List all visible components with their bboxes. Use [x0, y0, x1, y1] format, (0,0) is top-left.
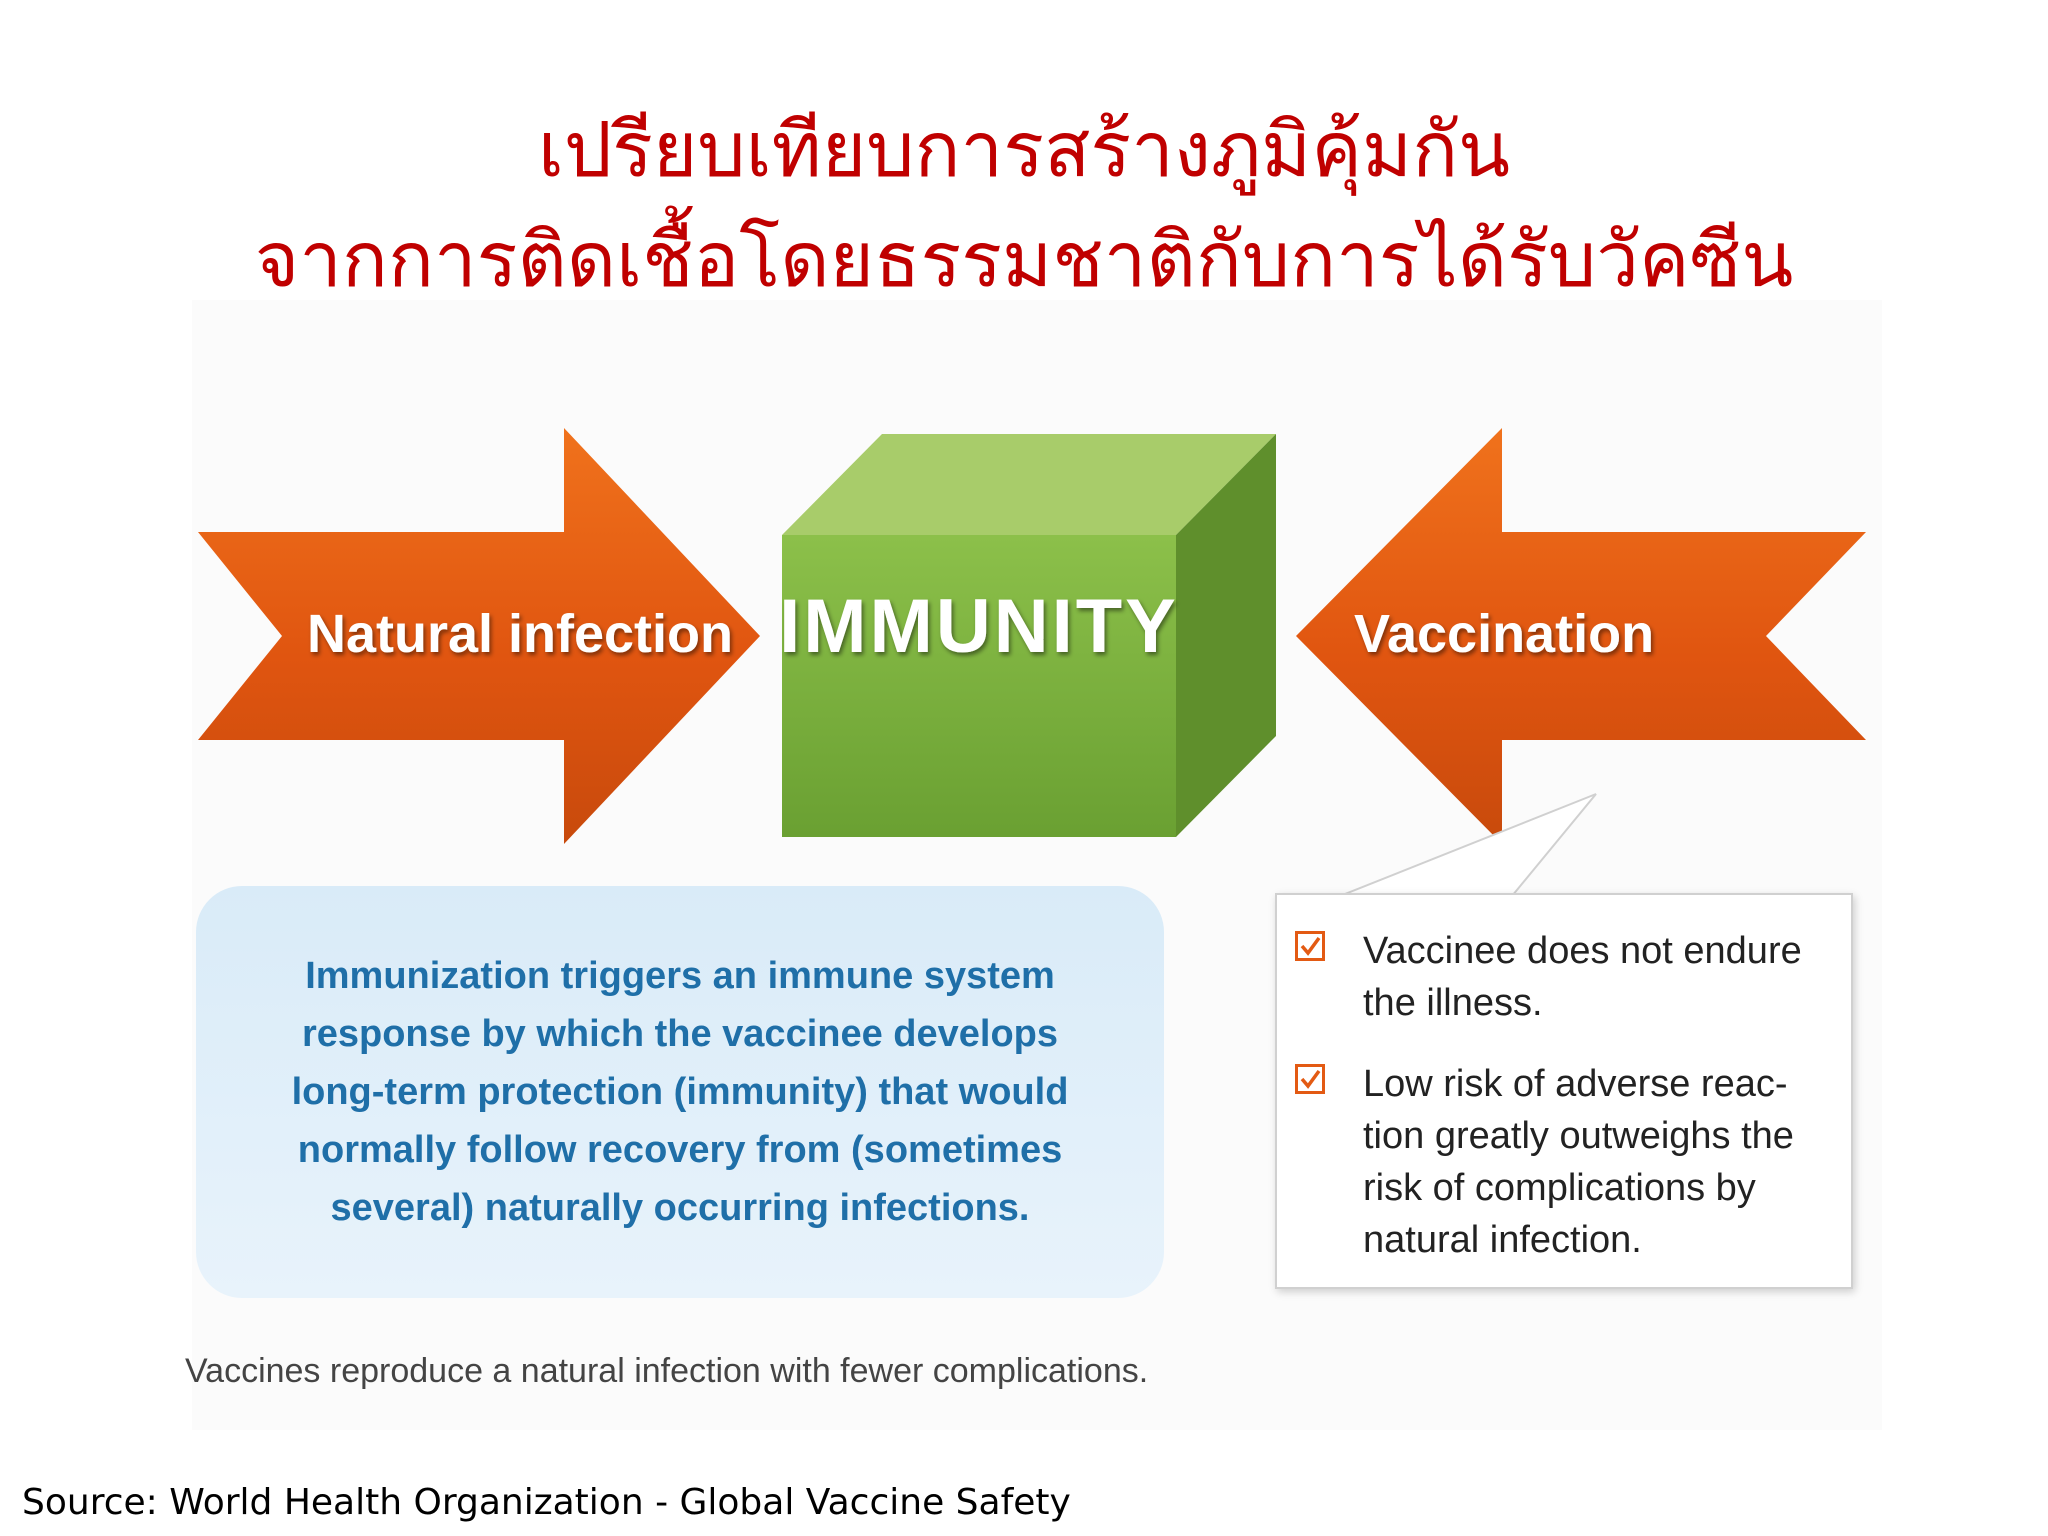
benefit-item: Vaccinee does not endure the illness. [1295, 925, 1835, 1029]
benefit-text: Vaccinee does not endure the illness. [1363, 930, 1802, 1024]
immunization-info-box: Immunization triggers an immune system r… [196, 886, 1164, 1298]
checked-box-icon [1295, 1064, 1325, 1094]
vaccination-arrow [1296, 428, 1866, 844]
vaccination-label: Vaccination [1354, 604, 1654, 664]
cube-top-face [782, 434, 1276, 535]
cube-front-face [782, 535, 1176, 837]
immunization-info-text: Immunization triggers an immune system r… [291, 955, 1069, 1229]
benefit-text: Low risk of adverse reac- tion greatly o… [1363, 1063, 1794, 1261]
slide-title-line-2: จากการติดเชื้อโดยธรรมชาติกับการได้รับวัค… [254, 215, 1794, 304]
immunity-label: IMMUNITY [779, 584, 1179, 669]
cube-side-face [1176, 434, 1276, 837]
source-citation: Source: World Health Organization - Glob… [22, 1482, 1071, 1523]
slide-title-line-1: เปรียบเทียบการสร้างภูมิคุ้มกัน [537, 105, 1511, 194]
benefit-item: Low risk of adverse reac- tion greatly o… [1295, 1058, 1835, 1266]
figure-caption: Vaccines reproduce a natural infection w… [185, 1352, 1149, 1390]
natural-infection-arrow [198, 428, 760, 844]
vaccination-benefits-callout: Vaccinee does not endure the illness. Lo… [1275, 893, 1853, 1289]
natural-infection-label: Natural infection [307, 604, 733, 664]
checked-box-icon [1295, 931, 1325, 961]
immunity-cube [782, 434, 1276, 837]
